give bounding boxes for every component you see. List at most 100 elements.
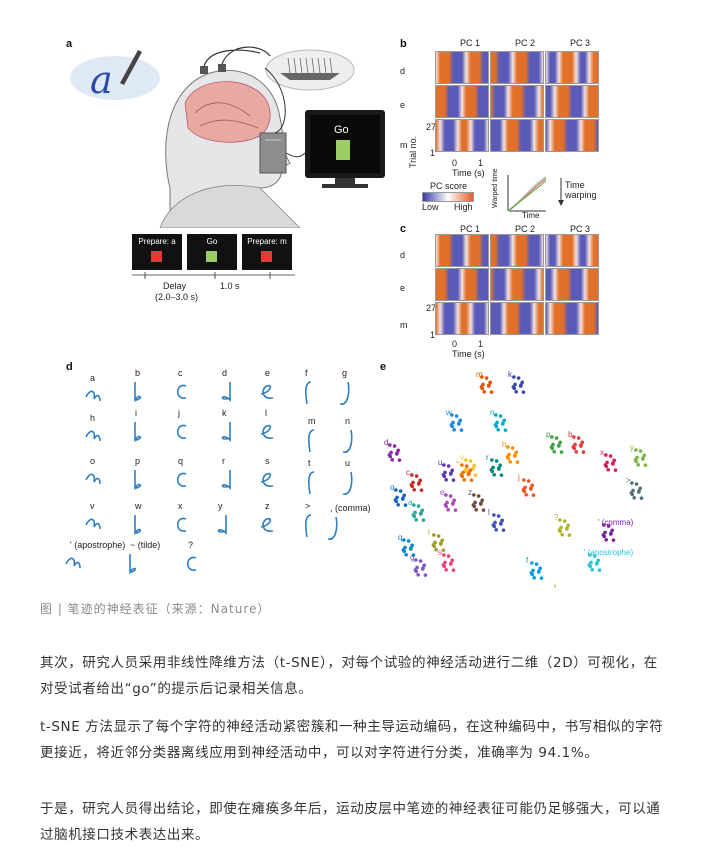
tsne-point	[637, 490, 641, 494]
tsne-point	[453, 508, 458, 512]
heatmap-cell	[545, 268, 599, 301]
tsne-label: x	[600, 448, 604, 457]
tsne-point	[402, 538, 406, 542]
tsne-label: d	[384, 438, 388, 447]
handwritten-letter: a	[90, 58, 113, 102]
tsne-label: m	[476, 370, 483, 379]
tsne-point	[498, 463, 503, 468]
tsne-label: g	[410, 553, 414, 562]
tsne-label: b	[568, 430, 573, 439]
tsne-point	[500, 518, 505, 523]
tsne-point	[558, 518, 562, 522]
tsne-point	[422, 563, 427, 568]
panel-e-letter: e	[380, 361, 387, 373]
tsne-point	[629, 491, 634, 495]
tsne-point	[410, 473, 414, 477]
c-row-e: e	[400, 283, 406, 293]
tsne-label: y	[630, 443, 634, 452]
tsne-point	[416, 572, 420, 577]
tsne-label: c	[406, 468, 410, 477]
tsne-point	[420, 508, 425, 513]
char-label: i	[135, 408, 137, 418]
tsne-point	[479, 502, 483, 506]
b-pc2: PC 2	[515, 38, 536, 48]
bci-illustration: a Go	[70, 46, 385, 228]
tsne-point	[459, 473, 464, 477]
char-label: b	[135, 368, 141, 378]
tsne-point	[642, 453, 647, 458]
tsne-point	[474, 507, 478, 512]
tsne-point	[406, 539, 411, 543]
tsne-label: i	[428, 528, 430, 537]
tsne-label: t	[554, 583, 557, 588]
tsne-label: p	[546, 430, 551, 439]
tsne-point	[446, 554, 451, 558]
tsne-point	[390, 457, 394, 462]
tsne-point	[416, 504, 421, 508]
tsne-label: z	[468, 488, 472, 497]
tsne-point	[595, 562, 599, 566]
char-label: h	[90, 413, 96, 423]
tsne-point	[414, 558, 418, 562]
tsne-point	[606, 524, 611, 528]
b-trial-1: 1	[430, 148, 436, 158]
heatmap-cell	[435, 302, 489, 335]
tsne-point	[488, 380, 493, 385]
tsne-point	[476, 494, 481, 498]
tsne-point	[444, 493, 448, 497]
tsne-point	[531, 493, 536, 497]
delay-range: (2.0–3.0 s)	[155, 292, 199, 302]
tsne-point	[506, 445, 510, 449]
panel-b-letter: b	[400, 38, 407, 50]
cue-screen-prepare-m: Prepare: m	[242, 234, 292, 270]
colorbar-title: PC score	[430, 181, 468, 191]
cue-screen-go: Go	[187, 234, 237, 270]
tsne-point	[508, 459, 512, 464]
char-trace	[260, 384, 274, 399]
tsne-point	[468, 468, 473, 473]
char-trace	[134, 422, 142, 443]
tsne-point	[638, 486, 643, 491]
panel-c-letter: c	[400, 223, 407, 235]
tsne-point	[576, 436, 581, 440]
tsne-point	[590, 567, 594, 572]
tsne-point	[530, 483, 535, 488]
char-trace	[85, 518, 101, 530]
tsne-point	[608, 454, 613, 458]
char-label: o	[90, 456, 96, 466]
c-time-0: 0	[452, 339, 458, 349]
tsne-point	[611, 538, 616, 542]
tsne-point	[403, 503, 408, 507]
tsne-point	[510, 446, 515, 450]
tsne-point	[630, 481, 634, 485]
tsne-point	[560, 532, 564, 537]
char-trace	[221, 382, 231, 402]
tsne-point	[411, 513, 416, 517]
tsne-point	[581, 450, 586, 454]
char-trace	[65, 557, 81, 569]
b-trial-label: Trial no.	[408, 135, 418, 168]
warp-plot	[507, 175, 547, 212]
char-label: s	[265, 456, 270, 466]
tsne-point	[412, 487, 416, 492]
tsne-point	[401, 497, 405, 501]
c-time-label: Time (s)	[452, 349, 485, 359]
char-label: m	[308, 416, 316, 426]
tsne-point	[452, 498, 457, 503]
tsne-point	[601, 533, 606, 537]
char-label: e	[265, 368, 271, 378]
tsne-point	[494, 413, 498, 417]
tsne-point	[446, 507, 450, 512]
tsne-point	[439, 542, 443, 546]
char-trace	[339, 381, 350, 405]
tsne-point	[513, 454, 517, 458]
tsne-label: s	[438, 548, 442, 557]
tsne-point	[487, 384, 491, 388]
char-label: z	[265, 501, 270, 511]
tsne-point	[409, 483, 414, 487]
tsne-point	[449, 423, 454, 427]
heatmap-cell	[545, 302, 599, 335]
tsne-point	[521, 390, 526, 394]
tsne-point	[611, 462, 615, 466]
tsne-point	[395, 452, 399, 456]
